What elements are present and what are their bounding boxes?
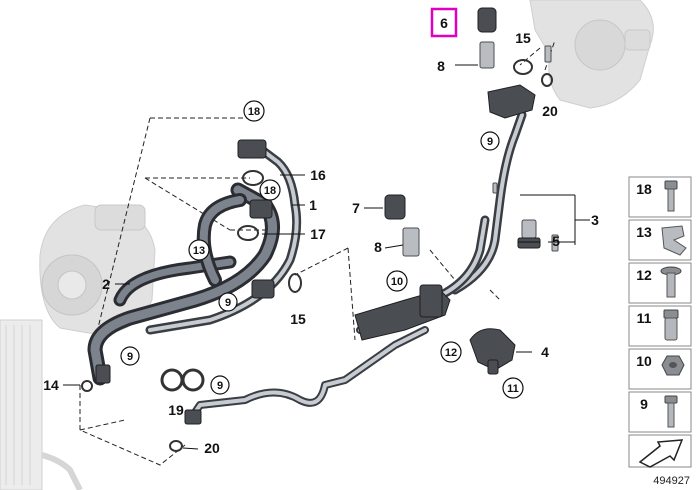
- callout-4[interactable]: 4: [541, 344, 549, 360]
- legend-9[interactable]: 9: [640, 396, 648, 412]
- ghost-compressor-top-right: [529, 0, 654, 109]
- callout-18-middle[interactable]: 18: [264, 185, 276, 197]
- ghost-condenser-left: [0, 319, 83, 490]
- hose-13: [196, 193, 247, 287]
- callout-9-right[interactable]: 9: [487, 136, 493, 148]
- dashed-leaders: [79, 39, 556, 466]
- callout-9-bottom[interactable]: 9: [217, 380, 223, 392]
- callout-2[interactable]: 2: [102, 276, 110, 292]
- block-fitting-center: [354, 284, 451, 341]
- legend-13[interactable]: 13: [636, 224, 652, 240]
- callout-15-bottom[interactable]: 15: [290, 311, 306, 327]
- valve-cap-7: [384, 194, 420, 257]
- callout-labels: 6 8 15 20 16 1 17 2 15 7 8 3 5 4 14 19 2…: [43, 7, 599, 456]
- circled-callouts: 18 18 13 9 9 9 9 10 12 11: [120, 100, 524, 399]
- highlight-box: [430, 7, 458, 38]
- suction-hose-2: [87, 182, 280, 386]
- bracket-4: [469, 328, 516, 375]
- parts-legend: 18 13 12 11 10 9: [628, 176, 692, 468]
- callout-13[interactable]: 13: [193, 245, 205, 257]
- clip-icon: [661, 225, 687, 256]
- callout-leaders: [63, 64, 590, 450]
- callout-11[interactable]: 11: [507, 383, 519, 395]
- legend-18[interactable]: 18: [636, 181, 652, 197]
- callout-20-top[interactable]: 20: [542, 103, 558, 119]
- callout-8-middle[interactable]: 8: [374, 239, 382, 255]
- ghost-compressor-left: [39, 204, 156, 336]
- hose-clips-19: [160, 368, 205, 392]
- callout-14[interactable]: 14: [43, 377, 59, 393]
- screw-icon: [664, 395, 678, 428]
- hex-nut-icon: [661, 355, 685, 376]
- callout-19[interactable]: 19: [168, 402, 184, 418]
- callout-3[interactable]: 3: [591, 212, 599, 228]
- valve-cap-6: [477, 7, 497, 69]
- callout-20-bottom[interactable]: 20: [204, 440, 220, 456]
- callout-7[interactable]: 7: [352, 200, 360, 216]
- bolt-icon: [664, 180, 678, 212]
- legend-10[interactable]: 10: [636, 353, 652, 369]
- bolts: [492, 45, 559, 252]
- callout-18-top[interactable]: 18: [248, 106, 260, 118]
- pressure-pipe-1: [145, 145, 302, 335]
- legend-11[interactable]: 11: [637, 310, 652, 326]
- callout-10[interactable]: 10: [391, 276, 403, 288]
- callout-9-lower-left[interactable]: 9: [127, 351, 133, 363]
- callout-8-top[interactable]: 8: [437, 58, 445, 74]
- reference-number: 494927: [653, 475, 690, 487]
- callout-5[interactable]: 5: [552, 233, 560, 249]
- flange-bolt-icon: [660, 266, 682, 298]
- pressure-switch-5: [517, 219, 541, 249]
- legend-12[interactable]: 12: [636, 267, 652, 283]
- nut-insert-icon: [663, 309, 679, 341]
- callout-16[interactable]: 16: [310, 167, 326, 183]
- arrow-direction-icon: [638, 439, 684, 468]
- callout-9-left[interactable]: 9: [225, 297, 231, 309]
- callout-1[interactable]: 1: [309, 197, 317, 213]
- callout-12[interactable]: 12: [445, 347, 457, 359]
- callout-6[interactable]: 6: [440, 15, 448, 31]
- callout-17[interactable]: 17: [310, 226, 326, 242]
- block-fitting-left: [95, 139, 275, 425]
- block-fitting-top: [487, 84, 536, 119]
- o-rings: [81, 59, 553, 452]
- pipe-3: [425, 110, 527, 305]
- callout-15-top[interactable]: 15: [515, 30, 531, 46]
